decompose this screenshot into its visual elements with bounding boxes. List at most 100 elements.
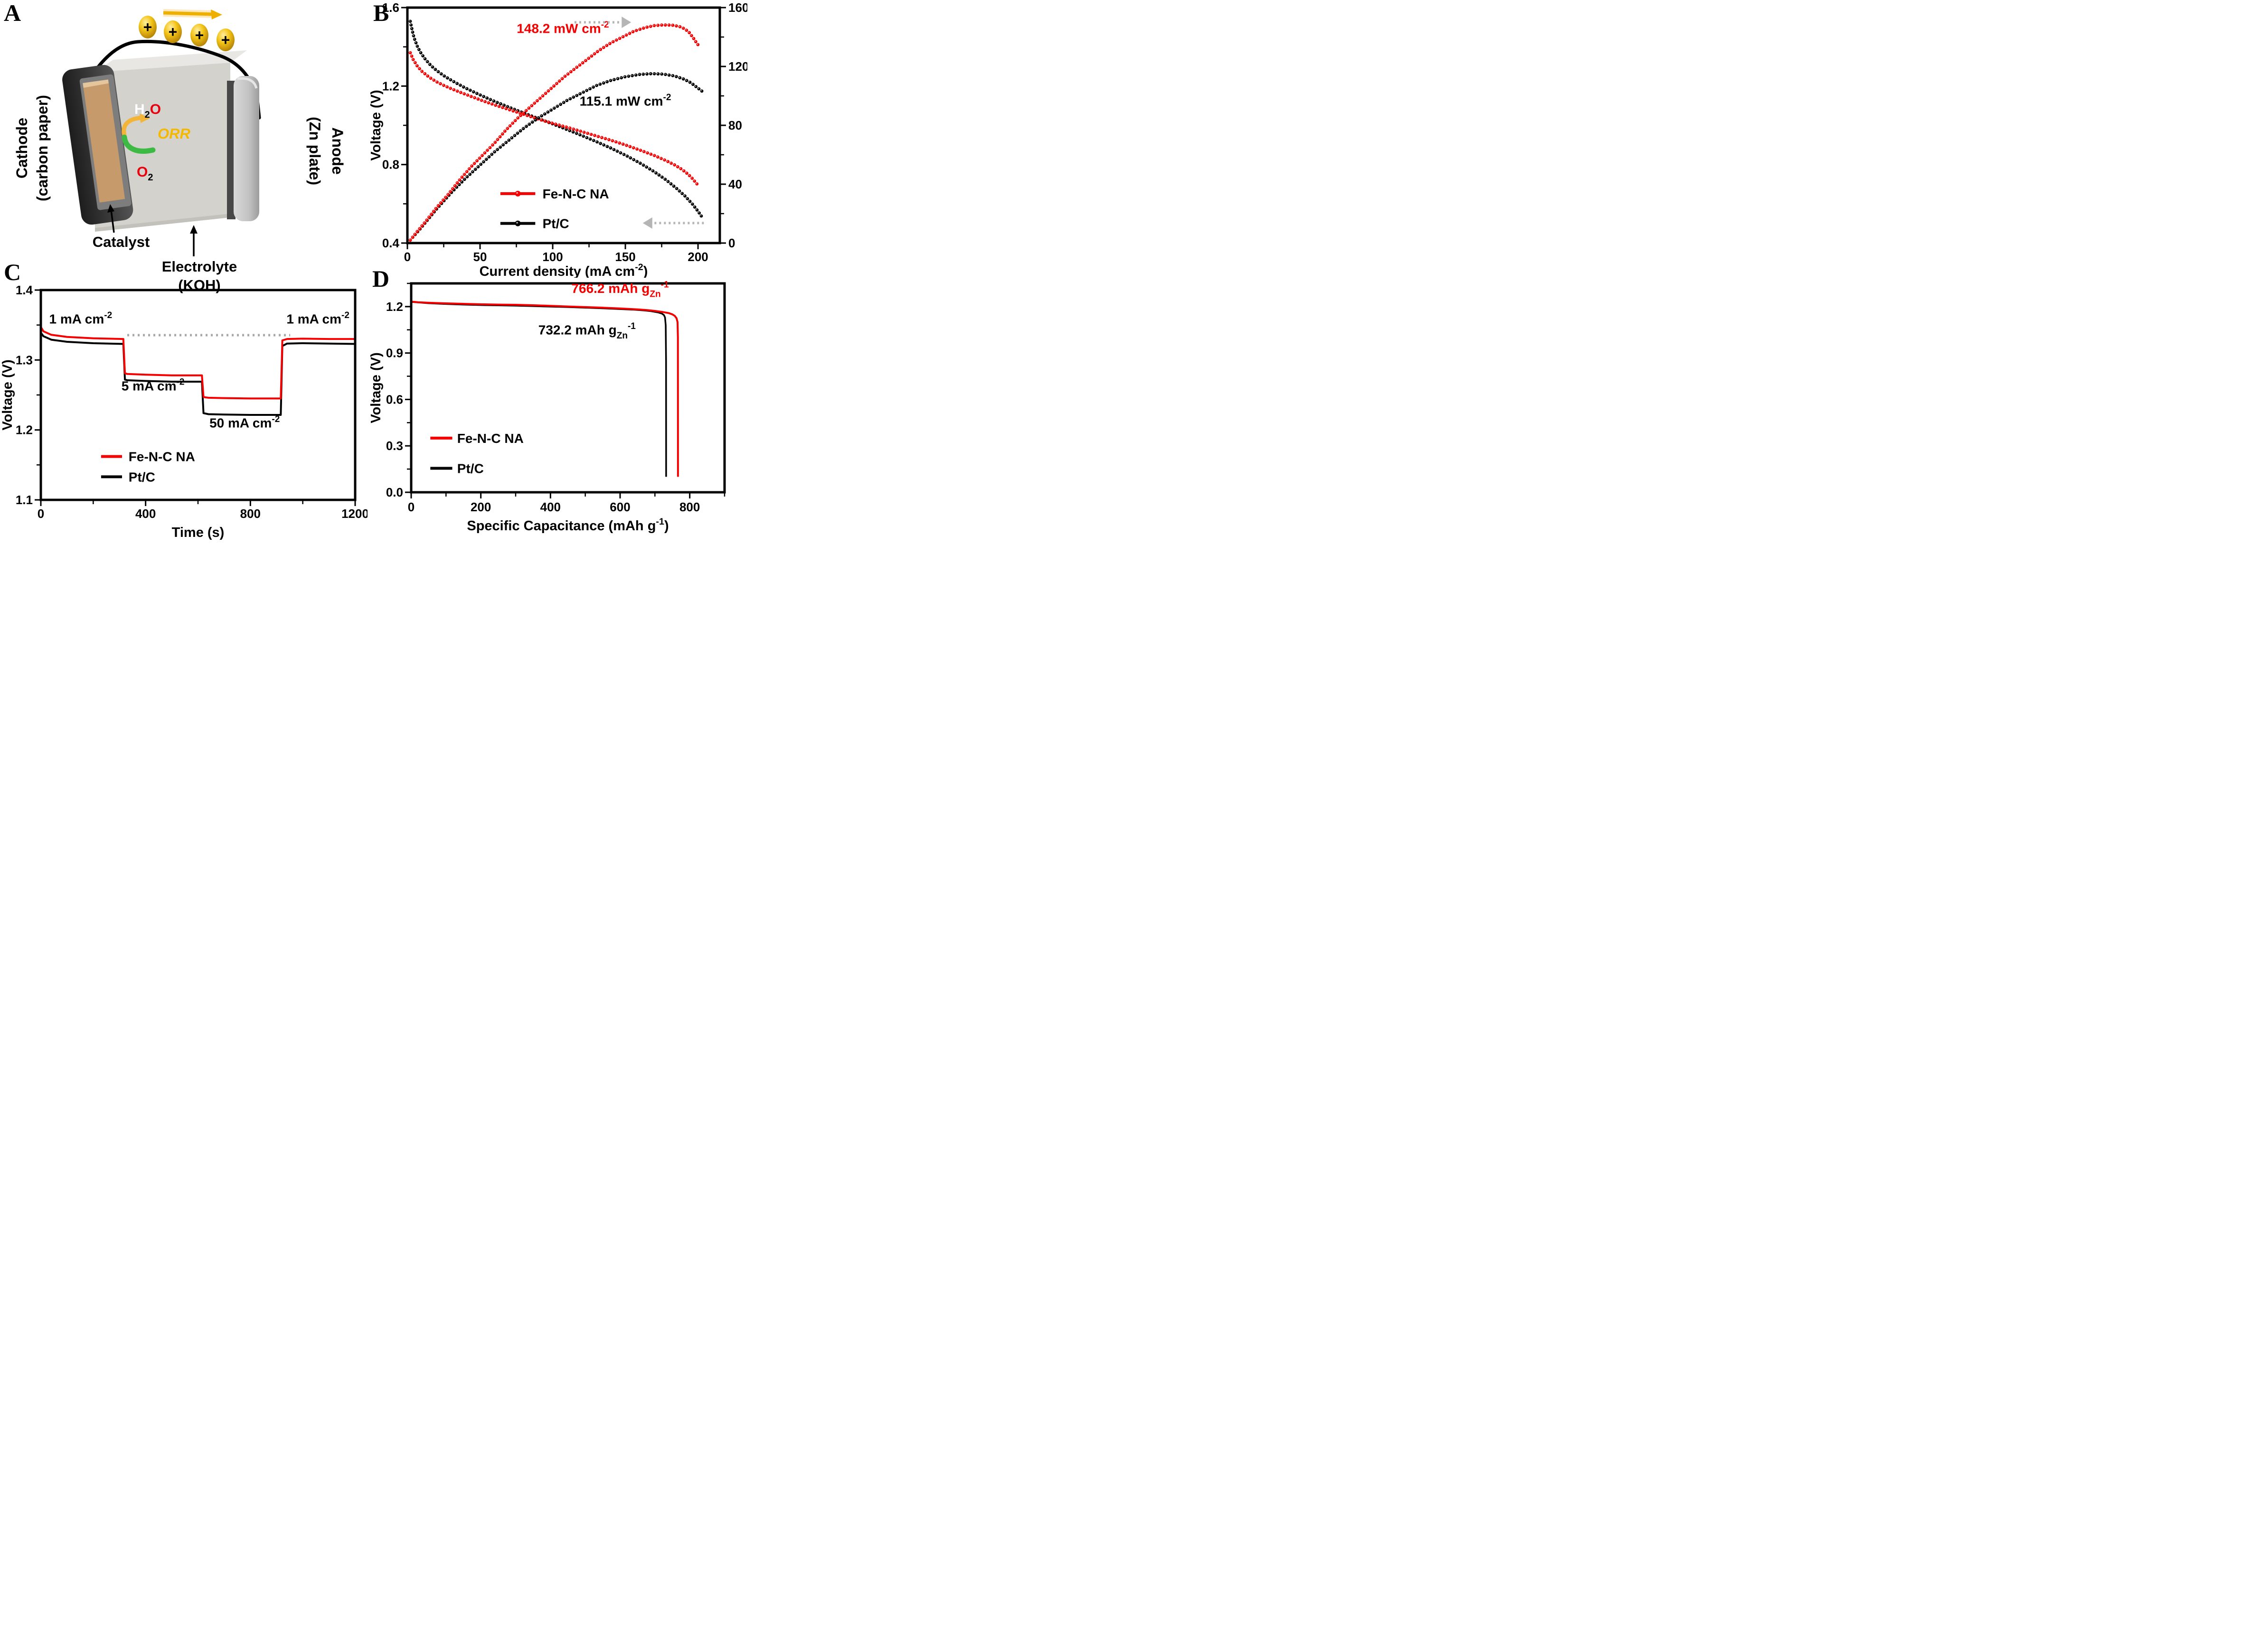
x-tick-label: 1200 [341,507,368,521]
annotation: 732.2 mAh gZn-1 [538,321,636,341]
axis-direction-arrowhead-icon [642,217,652,229]
x-tick-label: 50 [473,250,487,264]
y2-tick-label: 80 [728,118,742,132]
circuit-wire [72,39,261,120]
series-fe-n-c-na [40,327,355,400]
plus-icon: + [143,19,152,36]
catalyst-callout: Catalyst [93,234,150,250]
catalyst-arrowhead-icon [107,204,114,213]
plot-frame [406,6,721,244]
orr-reaction: H2O ORR O2 [122,102,191,183]
y-axis-title: Voltage (V) [368,352,384,423]
series-pt-c [40,333,356,416]
catalyst-layer [83,79,125,203]
anode-label-line2: (Zn plate) [306,117,323,185]
anode-label-line1: Anode [329,127,346,175]
annotation: 115.1 mW cm-2 [580,93,671,109]
cation-sphere [164,20,182,43]
catalyst-bevel [83,79,109,88]
series-fe-n-c-na [412,300,679,477]
annotation: 50 mA cm-2 [209,414,280,431]
legend-item [500,220,536,226]
h2o-label: H2O [134,102,161,120]
y-axis-title: Voltage (V) [368,90,384,160]
plus-icon: + [169,23,178,40]
x-tick-label: 0 [404,250,411,264]
y-tick-label: 1.2 [382,79,399,93]
y-tick-label: 1.4 [16,283,33,297]
electrolyte-bottom-shade [95,214,230,232]
y-tick-label: 1.1 [16,493,33,507]
plot-frame [39,289,357,501]
orr-down-arrow [122,134,156,154]
panel-label-d: D [372,265,390,292]
y2-tick-label: 40 [728,177,742,191]
y-axis-title: Voltage (V) [0,359,15,430]
zn-air-battery-diagram: H2O ORR O2 + + + + Catalyst Electrolyte … [13,9,346,293]
x-tick-label: 0 [408,500,415,514]
anode-slab [227,76,259,221]
cation-sphere [217,28,235,51]
x-tick-label: 600 [610,500,630,514]
cation-spheres: + + + + [139,16,235,51]
electrode-labels: Cathode (carbon paper) Anode (Zn plate) [13,95,346,201]
anode-highlight [237,77,258,89]
series-pt-c-voltage [408,19,703,218]
y2-tick-label: 0 [728,236,735,250]
annotation: 1 mA cm-2 [286,310,349,327]
legend-label: Pt/C [543,216,569,231]
cathode-label-line2: (carbon paper) [34,95,51,201]
y-tick-label: 1.6 [382,0,399,15]
cation-sphere [190,24,208,47]
catalyst-arrow [110,209,115,233]
electrolyte-arrowhead-icon [190,225,198,234]
current-arrow-icon [163,11,213,16]
y2-tick-label: 160 [728,0,747,15]
plus-icon: + [195,27,204,44]
diagram-callouts: Catalyst Electrolyte (KOH) [93,204,237,293]
legend-label: Fe-N-C NA [543,187,609,201]
annotation: 766.2 mAh gZn-1 [571,280,669,299]
electron-flow: + + + + [139,9,235,51]
x-axis-title: Current density (mA cm-2) [480,262,648,278]
x-tick-label: 800 [679,500,700,514]
legend-label: Fe-N-C NA [457,431,524,446]
plus-icon: + [221,31,230,48]
orr-up-arrow [122,115,144,138]
cation-sphere [139,16,157,38]
panel-label-b: B [373,0,389,26]
panel-label-c: C [4,259,21,285]
current-arrowhead-icon [211,9,222,19]
y-tick-label: 1.3 [16,353,33,367]
x-tick-label: 400 [135,507,156,521]
legend-label: Pt/C [457,461,484,476]
electrolyte-callout-line1: Electrolyte [162,258,237,275]
y-tick-label: 0.0 [386,485,403,499]
y-tick-label: 0.9 [386,346,403,360]
legend-label: Fe-N-C NA [129,450,195,464]
x-tick-label: 400 [540,500,561,514]
x-tick-label: 100 [542,250,563,264]
x-tick-label: 200 [471,500,491,514]
y-tick-label: 0.8 [382,158,399,172]
o2-label: O2 [137,164,153,183]
plot-frame [410,282,726,494]
anode-plate [234,76,259,221]
y-tick-label: 0.4 [382,236,400,250]
cathode-slab [62,65,133,225]
y-tick-label: 0.6 [386,392,403,406]
anode-inner-edge [227,81,236,219]
x-tick-label: 800 [240,507,261,521]
y-tick-label: 1.2 [16,423,33,437]
legend-label: Pt/C [129,469,155,484]
electrolyte-top-face [95,50,247,72]
y-tick-label: 1.2 [386,300,403,314]
y2-tick-label: 120 [728,59,747,74]
legend-item [500,190,536,197]
axis-direction-arrowhead-icon [622,17,631,28]
x-tick-label: 200 [688,250,708,264]
x-axis-title: Specific Capacitance (mAh g-1) [467,516,669,534]
